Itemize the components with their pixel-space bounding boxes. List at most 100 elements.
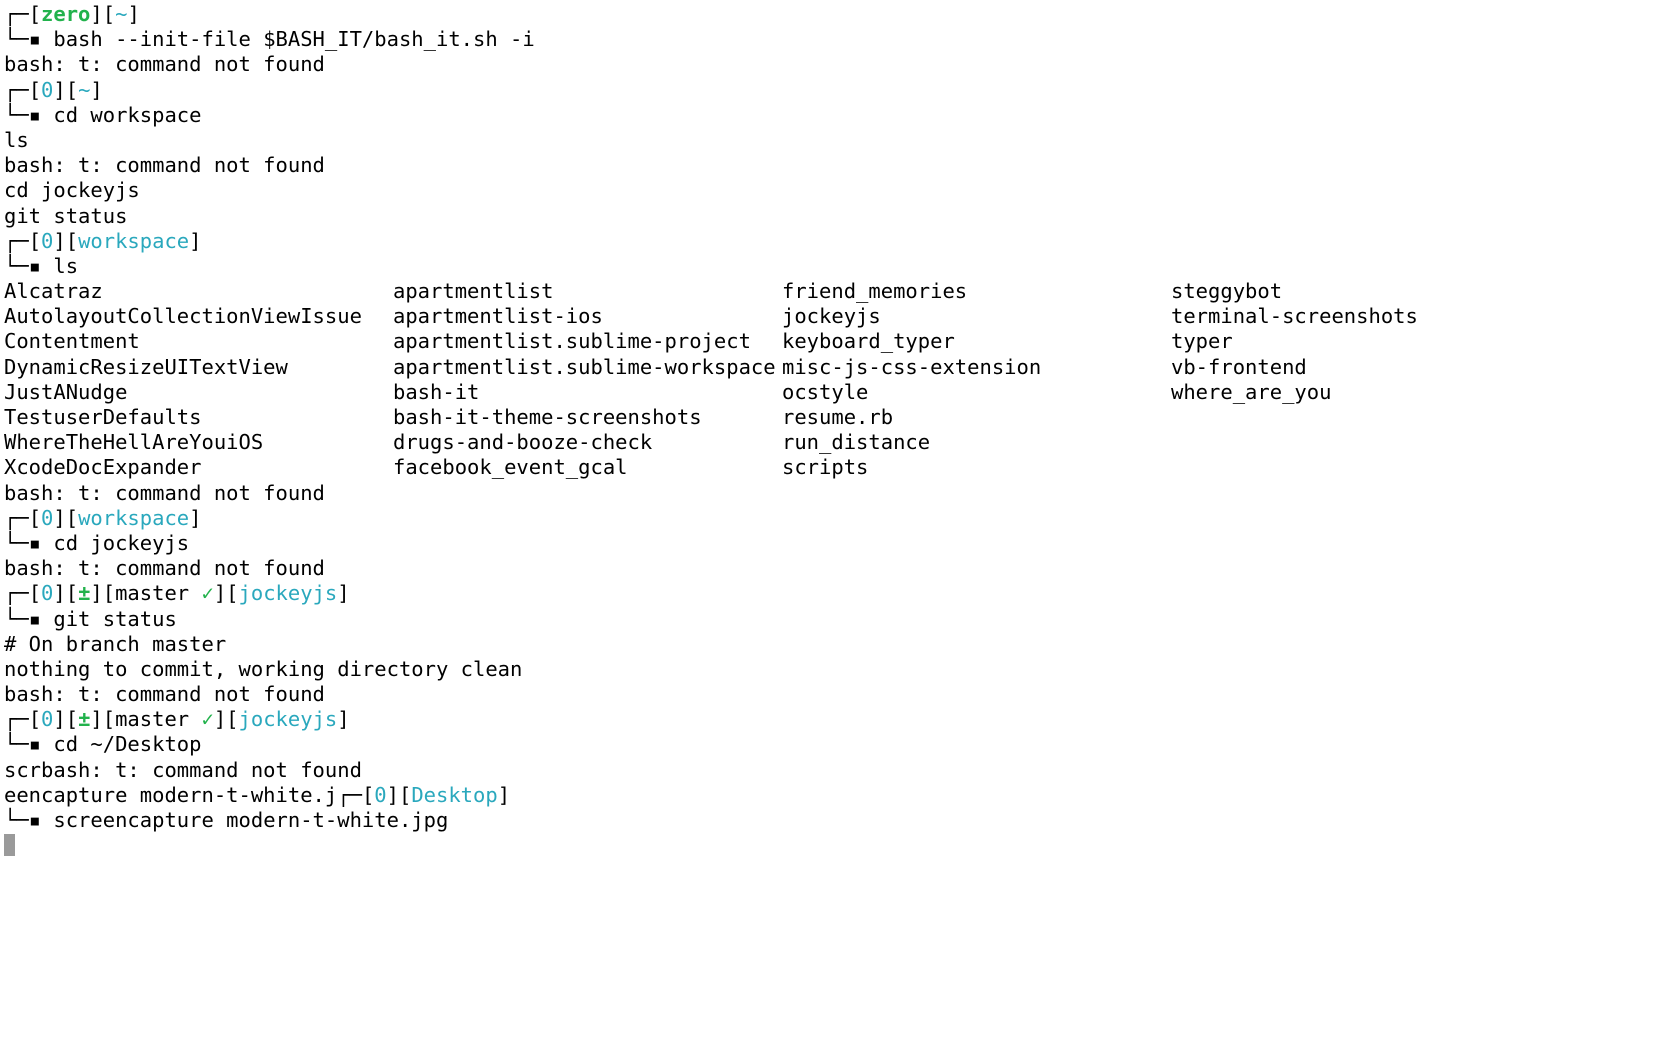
command-text: cd workspace bbox=[41, 102, 202, 127]
bracket: ] bbox=[386, 782, 399, 807]
bracket: ][ bbox=[213, 707, 239, 732]
output-line: nothing to commit, working directory cle… bbox=[4, 656, 523, 681]
output-line: cd jockeyjs bbox=[4, 178, 140, 203]
prompt-connector-icon: ┌─ bbox=[4, 581, 29, 606]
bracket: [ bbox=[28, 707, 42, 732]
output-line: bash: t: command not found bbox=[4, 556, 325, 581]
bracket: [ bbox=[28, 2, 42, 26]
prompt-marker-icon: ▪ bbox=[28, 606, 42, 631]
bracket: ][ bbox=[213, 581, 239, 606]
bracket: ] bbox=[53, 505, 66, 530]
bracket: [ bbox=[65, 228, 79, 253]
git-dirty-icon: ± bbox=[78, 707, 91, 732]
git-prompt-top-line: ┌─[0][±][master ✓][jockeyjs] bbox=[4, 707, 1680, 732]
ls-entry: AutolayoutCollectionViewIssue bbox=[4, 304, 362, 329]
prompt-marker-icon: ▪ bbox=[28, 27, 42, 52]
ls-entry: bash-it-theme-screenshots bbox=[393, 405, 702, 429]
ls-entry: terminal-screenshots bbox=[1171, 304, 1418, 329]
ls-entry: XcodeDocExpander bbox=[4, 455, 202, 480]
output-line: scrbash: t: command not found bbox=[4, 757, 362, 782]
output-line: bash: t: command not found bbox=[4, 480, 325, 505]
ls-entry: jockeyjs bbox=[782, 304, 881, 329]
git-dirty-icon: ± bbox=[78, 581, 91, 606]
prompt-top-line: ┌─[0][~] bbox=[4, 78, 1680, 103]
git-clean-icon: ✓ bbox=[201, 581, 214, 606]
command-text: ls bbox=[41, 253, 79, 278]
bracket: ][ bbox=[90, 707, 116, 732]
prompt-connector-icon: ┌─ bbox=[337, 782, 362, 807]
prompt-path: ~ bbox=[78, 77, 91, 102]
command-text: cd jockeyjs bbox=[41, 530, 190, 555]
output-line: bash: t: command not found bbox=[4, 153, 325, 178]
command-text: screencapture modern-t-white.jpg bbox=[41, 808, 449, 832]
ls-entry: apartmentlist bbox=[393, 279, 554, 304]
bracket: [ bbox=[361, 782, 375, 807]
command-text: bash --init-file $BASH_IT/bash_it.sh -i bbox=[41, 27, 535, 52]
bracket: ] bbox=[53, 77, 66, 102]
bracket: ] bbox=[189, 505, 202, 530]
git-prompt-top-line: ┌─[0][±][master ✓][jockeyjs] bbox=[4, 581, 1680, 606]
prompt-connector-icon: ┌─ bbox=[4, 2, 29, 26]
exit-status: 0 bbox=[41, 581, 54, 606]
ls-entry: scripts bbox=[782, 455, 869, 480]
prompt-command-line: └─▪ cd workspace bbox=[4, 103, 1680, 128]
prompt-connector-icon: ┌─ bbox=[4, 505, 29, 530]
prompt-top-line: ┌─[0][workspace] bbox=[4, 506, 1680, 531]
output-line: git status bbox=[4, 203, 128, 228]
partial-output-text: eencapture modern-t-white.j bbox=[4, 782, 338, 807]
prompt-top-line: ┌─[zero][~] bbox=[4, 2, 1680, 27]
prompt-path: Desktop bbox=[411, 782, 498, 807]
ls-entry: friend_memories bbox=[782, 279, 968, 304]
bracket: [ bbox=[28, 228, 42, 253]
prompt-command-line: └─▪ screencapture modern-t-white.jpg bbox=[4, 808, 1680, 833]
bracket: ] bbox=[337, 581, 350, 606]
prompt-connector-icon: └─ bbox=[4, 102, 29, 127]
ls-row: AutolayoutCollectionViewIssue apartmentli… bbox=[4, 304, 1680, 329]
bracket: ] bbox=[90, 2, 103, 26]
prompt-connector-icon: ┌─ bbox=[4, 77, 29, 102]
ls-row: XcodeDocExpander facebook_event_gcal scrip… bbox=[4, 455, 1680, 480]
exit-status: 0 bbox=[374, 782, 387, 807]
prompt-path: ~ bbox=[115, 2, 128, 26]
output-line: # On branch master bbox=[4, 631, 227, 656]
ls-entry: ocstyle bbox=[782, 379, 869, 404]
ls-entry: DynamicResizeUITextView bbox=[4, 354, 288, 379]
prompt-command-line: └─▪ bash --init-file $BASH_IT/bash_it.sh… bbox=[4, 27, 1680, 52]
git-branch-name: master bbox=[115, 707, 202, 732]
bracket: [ bbox=[102, 2, 116, 26]
prompt-connector-icon: └─ bbox=[4, 27, 29, 52]
ls-entry: steggybot bbox=[1171, 279, 1283, 304]
bracket: ][ bbox=[53, 707, 79, 732]
prompt-connector-icon: └─ bbox=[4, 530, 29, 555]
prompt-connector-icon: └─ bbox=[4, 253, 29, 278]
prompt-path: jockeyjs bbox=[238, 581, 338, 606]
ls-entry: apartmentlist-ios bbox=[393, 304, 603, 329]
ls-entry: facebook_event_gcal bbox=[393, 455, 628, 480]
prompt-marker-icon: ▪ bbox=[28, 732, 42, 757]
bracket: [ bbox=[65, 505, 79, 530]
ls-entry: where_are_you bbox=[1171, 379, 1332, 404]
bracket: ] bbox=[337, 707, 350, 732]
exit-status: 0 bbox=[41, 77, 54, 102]
prompt-marker-icon: ▪ bbox=[28, 530, 42, 555]
prompt-path: workspace bbox=[78, 228, 190, 253]
git-branch-name: master bbox=[115, 581, 202, 606]
exit-status: 0 bbox=[41, 228, 54, 253]
prompt-connector-icon: └─ bbox=[4, 732, 29, 757]
prompt-command-line: └─▪ git status bbox=[4, 607, 1680, 632]
prompt-connector-icon: ┌─ bbox=[4, 707, 29, 732]
ls-entry: apartmentlist.sublime-project bbox=[393, 329, 751, 354]
prompt-path: workspace bbox=[78, 505, 190, 530]
ls-entry: vb-frontend bbox=[1171, 354, 1307, 379]
exit-status: 0 bbox=[41, 707, 54, 732]
command-text: cd ~/Desktop bbox=[41, 732, 202, 757]
ls-entry: JustANudge bbox=[4, 379, 128, 404]
bracket: ] bbox=[53, 228, 66, 253]
